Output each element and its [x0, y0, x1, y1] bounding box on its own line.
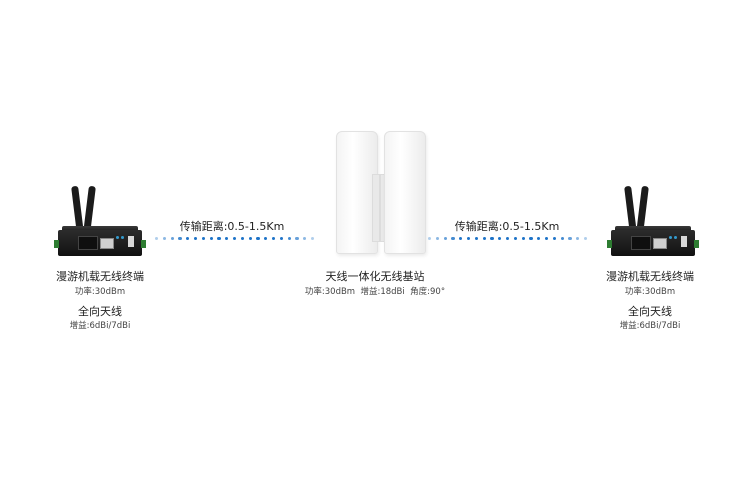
left-link-distance: 传输距离:0.5-1.5Km [179, 220, 285, 233]
link-dot [467, 237, 471, 241]
link-dot [513, 237, 517, 241]
link-dot [162, 237, 166, 241]
link-dot [248, 237, 252, 241]
link-dot [225, 237, 229, 241]
ethernet-port-icon [100, 238, 114, 249]
right-router-image [607, 185, 699, 266]
link-dot [240, 237, 244, 241]
link-dot [451, 237, 455, 241]
link-dot [521, 237, 525, 241]
link-dot [311, 237, 315, 241]
right-link-distance: 传输距离:0.5-1.5Km [454, 220, 560, 233]
link-dot [272, 237, 276, 241]
link-dot [568, 237, 572, 241]
link-dot [576, 237, 580, 241]
base-station-specs: 功率:30dBm 增益:18dBi 角度:90° [304, 287, 446, 297]
link-dot [264, 237, 268, 241]
link-dot [186, 237, 190, 241]
left-antenna-title: 全向天线 [78, 305, 122, 318]
link-dot [498, 237, 502, 241]
right-antenna-gain: 增益:6dBi/7dBi [619, 321, 681, 331]
link-dot [552, 237, 556, 241]
antenna-panel-icon [336, 131, 378, 254]
base-station-image [328, 129, 428, 259]
link-dot [435, 237, 439, 241]
right-antenna-title: 全向天线 [628, 305, 672, 318]
antenna-panel-icon [384, 131, 426, 254]
link-dot [537, 237, 541, 241]
right-terminal-title: 漫游机载无线终端 [606, 270, 694, 283]
link-dot [295, 237, 299, 241]
left-antenna-gain: 增益:6dBi/7dBi [69, 321, 131, 331]
link-dot [428, 237, 432, 241]
link-dot [170, 237, 174, 241]
link-dot [443, 237, 447, 241]
link-dot [482, 237, 486, 241]
link-dot [560, 237, 564, 241]
link-dot [529, 237, 533, 241]
link-dot [194, 237, 198, 241]
link-dot [178, 237, 182, 241]
link-dot [474, 237, 478, 241]
link-dot [256, 237, 260, 241]
link-dot [201, 237, 205, 241]
link-dot [545, 237, 549, 241]
link-dot [217, 237, 221, 241]
link-dot [279, 237, 283, 241]
ethernet-port-icon [653, 238, 667, 249]
link-dot [233, 237, 237, 241]
left-terminal-power: 功率:30dBm [74, 287, 126, 297]
link-dot [584, 237, 588, 241]
left-router-image [54, 185, 146, 266]
right-link-dots [428, 237, 588, 243]
link-dot [287, 237, 291, 241]
link-dot [490, 237, 494, 241]
link-dot [155, 237, 159, 241]
link-dot [303, 237, 307, 241]
link-dot [506, 237, 510, 241]
left-link-dots [155, 237, 315, 243]
link-dot [459, 237, 463, 241]
right-terminal-power: 功率:30dBm [624, 287, 676, 297]
left-terminal-title: 漫游机载无线终端 [56, 270, 144, 283]
base-station-title: 天线一体化无线基站 [325, 270, 425, 283]
link-dot [209, 237, 213, 241]
